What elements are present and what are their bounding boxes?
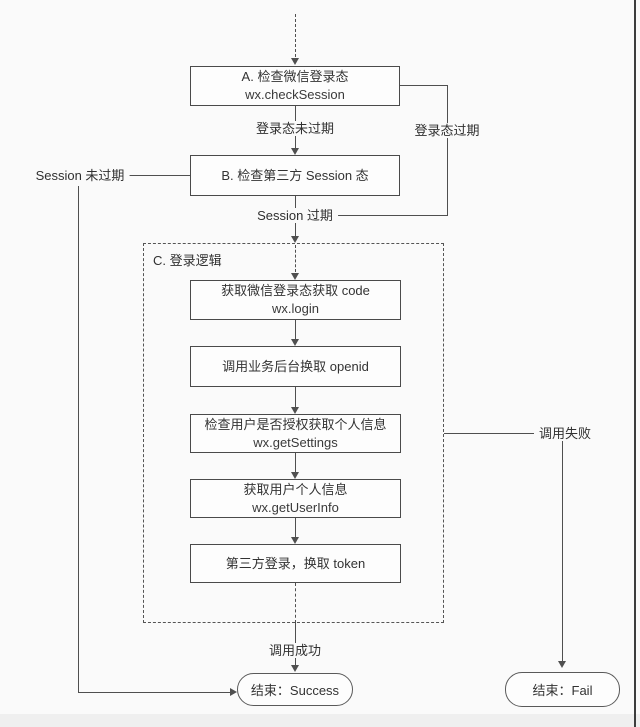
label-session-not-expired: Session 未过期 xyxy=(30,168,130,183)
arrowhead-a-to-b-icon xyxy=(290,148,299,155)
node-get-userinfo-title: 获取用户个人信息 xyxy=(243,481,348,497)
node-wx-login-title: 获取微信登录态获取 code xyxy=(221,283,370,298)
edge-a-expired-hline xyxy=(400,84,448,86)
node-check-wechat-api: wx.checkSession xyxy=(245,87,345,102)
label-call-success: 调用成功 xyxy=(263,643,327,658)
edge-userinfo-token-line xyxy=(294,518,296,537)
edge-settings-userinfo-line xyxy=(294,453,296,472)
end-fail-label: 结束：Fail xyxy=(532,683,593,698)
arrowhead-entry-icon xyxy=(290,58,299,65)
node-check-third-title: B. 检查第三方 Session 态 xyxy=(221,167,369,183)
node-check-wechat-session: A. 检查微信登录态 wx.checkSession xyxy=(190,66,400,106)
end-fail-node: 结束：Fail xyxy=(505,672,620,707)
node-check-wechat-title: A. 检查微信登录态 xyxy=(241,69,349,84)
edge-token-exit-dashed-line xyxy=(294,583,296,623)
arrowhead-success-left-icon xyxy=(230,688,237,696)
edge-call-fail-hline xyxy=(444,432,563,434)
container-login-logic-label: C. 登录逻辑 xyxy=(153,253,222,268)
edge-left-vline xyxy=(78,186,79,692)
label-session-expired: Session 过期 xyxy=(252,208,338,223)
arrowhead-userinfo-token-icon xyxy=(290,537,299,544)
edge-session-expired-hline xyxy=(295,214,448,216)
arrowhead-openid-settings-icon xyxy=(290,407,299,414)
node-get-openid: 调用业务后台换取 openid xyxy=(190,346,401,387)
node-get-openid-title: 调用业务后台换取 openid xyxy=(222,358,369,374)
label-call-fail: 调用失败 xyxy=(533,426,597,441)
node-third-login-title: 第三方登录，换取 token xyxy=(225,555,366,571)
edge-entry-line xyxy=(294,14,296,57)
arrowhead-c-entry-icon xyxy=(290,273,299,280)
end-success-label: 结束：Success xyxy=(250,683,340,698)
arrowhead-b-to-c-icon xyxy=(290,236,299,243)
edge-session-not-expired-hline xyxy=(126,174,190,176)
arrowhead-settings-userinfo-icon xyxy=(290,472,299,479)
node-get-userinfo-api: wx.getUserInfo xyxy=(252,499,339,515)
edge-openid-settings-line xyxy=(294,387,296,407)
edge-login-openid-line xyxy=(294,320,296,339)
end-success-node: 结束：Success xyxy=(237,673,353,706)
right-edge-line xyxy=(634,0,636,727)
node-get-settings-api: wx.getSettings xyxy=(253,434,338,450)
edge-call-fail-vline xyxy=(561,433,563,661)
bottom-band xyxy=(0,714,640,727)
container-login-logic: C. 登录逻辑 xyxy=(143,243,444,623)
arrowhead-fail-icon xyxy=(557,661,566,668)
node-check-third-session: B. 检查第三方 Session 态 xyxy=(190,155,400,196)
edge-a-expired-vline xyxy=(446,85,448,215)
edge-c-entry-line xyxy=(294,245,296,272)
node-get-userinfo: 获取用户个人信息 wx.getUserInfo xyxy=(190,479,401,518)
node-wx-login: 获取微信登录态获取 code wx.login xyxy=(190,280,401,320)
label-login-not-expired: 登录态未过期 xyxy=(250,121,340,136)
arrowhead-success-icon xyxy=(290,665,299,672)
label-login-expired: 登录态过期 xyxy=(409,123,485,138)
node-get-settings-title: 检查用户是否授权获取个人信息 xyxy=(204,416,387,432)
arrowhead-login-openid-icon xyxy=(290,339,299,346)
node-wx-login-api: wx.login xyxy=(272,301,319,316)
node-third-login-token: 第三方登录，换取 token xyxy=(190,544,401,583)
edge-left-bottom-hline xyxy=(78,691,230,693)
node-get-settings: 检查用户是否授权获取个人信息 wx.getSettings xyxy=(190,414,401,453)
